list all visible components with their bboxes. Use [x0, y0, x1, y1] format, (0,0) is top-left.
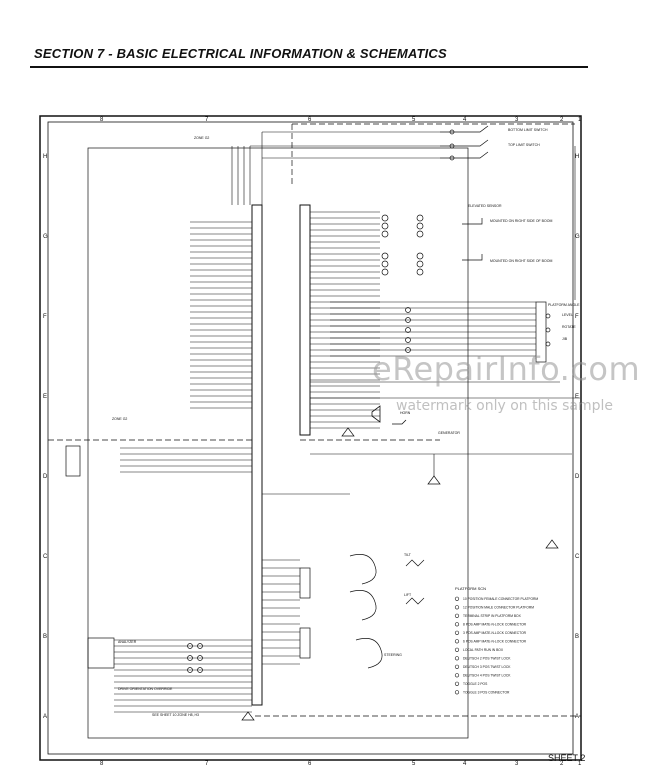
- triangle-connectors: [241, 427, 559, 721]
- schematic-border: [39, 115, 582, 761]
- grid-row-label: F: [575, 314, 579, 320]
- legend-item: DEUTSCH 3 POS TWIST LOCK: [463, 665, 511, 669]
- legend-symbol: [454, 681, 460, 686]
- limit-switch-block: [440, 125, 489, 161]
- legend-item: 3 POS AMP MATE-N-LOCK CONNECTOR: [463, 631, 527, 635]
- jib-label: JIB: [562, 337, 568, 341]
- bottom-switch-label: BOTTOM LIMIT SWITCH: [508, 128, 548, 132]
- elevated-sensor-label: ELEVATED SENSOR: [468, 204, 502, 208]
- grid-row-label: B: [43, 634, 47, 640]
- sheet-label: SHEET 2: [548, 753, 586, 763]
- grid-col-label: 7: [205, 117, 209, 123]
- grid-row-label: C: [43, 554, 48, 560]
- zone-top-label: ZONE G2: [194, 136, 209, 140]
- grid-row-label: G: [43, 234, 48, 240]
- legend-item: 8 POS AMP MATE-N-LOCK CONNECTOR: [463, 623, 527, 627]
- grid-row-label: E: [575, 394, 579, 400]
- rotate-label: ROTATE: [562, 325, 576, 329]
- grid-col-label: 8: [100, 761, 104, 767]
- grid-row-label: H: [575, 154, 579, 160]
- tilt-lift-switches: [299, 554, 425, 669]
- legend-symbol: [454, 630, 460, 635]
- grid-col-label: 5: [412, 761, 416, 767]
- legend-item: 12 POSITION MALE CONNECTOR PLATFORM: [463, 606, 534, 610]
- legend-symbol: [454, 596, 460, 601]
- legend-symbol: [454, 639, 460, 644]
- grid-row-label: F: [43, 314, 47, 320]
- plat-box-outline: [87, 147, 469, 739]
- steering-label: STEERING: [384, 653, 402, 657]
- grid-row-label: E: [43, 394, 47, 400]
- legend-block: PLATFORM SCN 10 POSITION FEMALE CONNECTOR…: [454, 586, 538, 695]
- grid-col-label: 3: [515, 761, 519, 767]
- grid-row-label: C: [575, 554, 580, 560]
- watermark-main: eRepairInfo.com: [372, 350, 641, 388]
- legend-symbol: [454, 673, 460, 678]
- legend-symbol: [454, 664, 460, 669]
- platform-control-block: [405, 301, 551, 363]
- grid-row-label: B: [575, 634, 579, 640]
- grid-col-label: 7: [205, 761, 209, 767]
- platform-angle-label: PLATFORM ANGLE: [548, 303, 580, 307]
- legend-item: LOCAL PATH RUN IN BOX: [463, 648, 504, 652]
- legend-item: DEUTSCH 2 POS TWIST LOCK: [463, 657, 511, 661]
- legend-symbol: [454, 690, 460, 695]
- grid-col-label: 6: [308, 761, 312, 767]
- section-header: SECTION 7 - BASIC ELECTRICAL INFORMATION…: [34, 46, 447, 61]
- level-label: LEVEL: [562, 313, 573, 317]
- mounted-label-1: MOUNTED ON RIGHT SIDE OF BOOM: [490, 219, 552, 223]
- connector-block-left: [251, 204, 263, 706]
- grid-col-label: 1: [578, 117, 582, 123]
- grid-row-label: D: [43, 474, 48, 480]
- grid-row-label: A: [43, 714, 47, 720]
- horn-label: HORN: [400, 411, 411, 415]
- legend-symbol: [454, 613, 460, 618]
- grid-col-label: 5: [412, 117, 416, 123]
- grid-row-label: A: [575, 714, 579, 720]
- watermark-sub: watermark only on this sample: [396, 398, 614, 414]
- analyzer-label: ANALYZER: [118, 640, 137, 644]
- header-rule: [30, 66, 588, 68]
- grid-col-labels: 8 8 7 7 6 6 5 5 4 4 3 3 2 2 1 1: [100, 117, 582, 767]
- legend-symbol: [454, 622, 460, 627]
- connector-block-right: [299, 204, 311, 436]
- legend-symbol: [454, 605, 460, 610]
- legend-item: TOGGLE 2 POS: [463, 682, 488, 686]
- footswitch-block: [65, 445, 81, 477]
- analyzer-block: [87, 637, 203, 673]
- legend-item: 10 POSITION FEMALE CONNECTOR PLATFORM: [463, 597, 538, 601]
- generator-label: GENERATOR: [438, 431, 460, 435]
- grid-col-label: 6: [308, 117, 312, 123]
- lift-label: LIFT: [404, 593, 412, 597]
- see-sheet-label: SEE SHEET 10 ZONE H8, H3: [152, 713, 199, 717]
- grid-col-label: 1: [578, 761, 582, 767]
- tilt-label: TILT: [404, 553, 412, 557]
- legend-item: TERMINAL STRIP IN PLATFORM BOX: [463, 614, 522, 618]
- zone-left-label: ZONE G2: [112, 417, 127, 421]
- legend-symbol: [454, 647, 460, 652]
- grid-row-label: G: [575, 234, 580, 240]
- grid-col-label: 2: [560, 117, 564, 123]
- grid-col-label: 3: [515, 117, 519, 123]
- grid-col-label: 2: [560, 761, 564, 767]
- legend-item: 6 POS AMP MATE-N-LOCK CONNECTOR: [463, 640, 527, 644]
- legend-item: DEUTSCH 4 POS TWIST LOCK: [463, 674, 511, 678]
- grid-row-label: H: [43, 154, 47, 160]
- grid-col-label: 4: [463, 761, 467, 767]
- schematic-inner-border: [47, 121, 574, 755]
- mounted-label-2: MOUNTED ON RIGHT SIDE OF BOOM: [490, 259, 552, 263]
- grid-col-label: 4: [463, 117, 467, 123]
- legend-title: PLATFORM SCN: [455, 586, 486, 591]
- grid-col-label: 8: [100, 117, 104, 123]
- grid-row-label: D: [575, 474, 580, 480]
- top-switch-label: TOP LIMIT SWITCH: [508, 143, 540, 147]
- sensor-connectors: [381, 214, 483, 276]
- legend-symbol: [454, 656, 460, 661]
- horn-symbol: [371, 405, 407, 425]
- grid-row-labels: H H G G F F E E D D C C B B A A: [43, 154, 580, 720]
- legend-item: TOGGLE 3 POS CONNECTOR: [463, 691, 510, 695]
- drive-orientation-label: DRIVE ORIENTATION OVERRIDE: [118, 687, 173, 691]
